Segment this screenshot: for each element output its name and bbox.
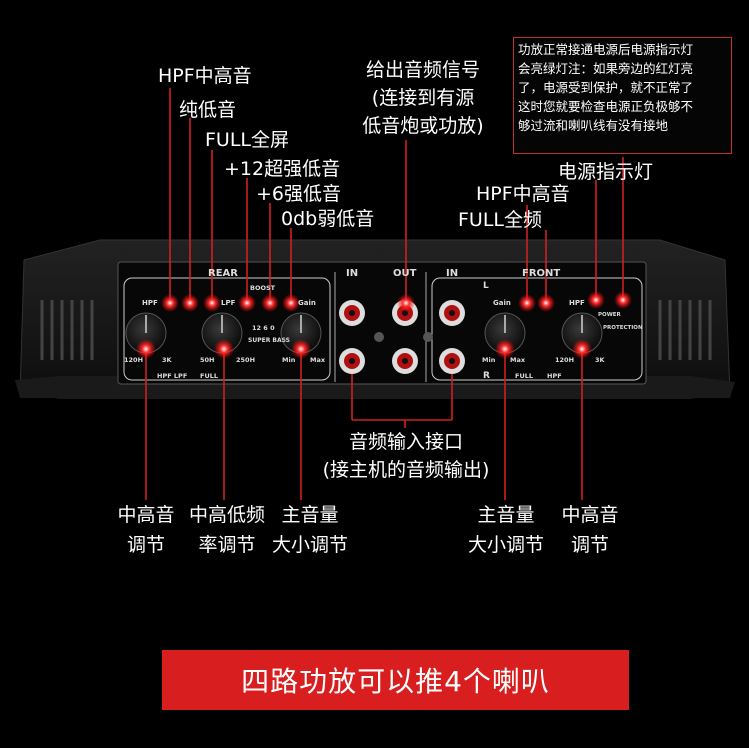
panel-in: IN <box>346 268 358 279</box>
label-boost-0: 0db弱低音 <box>281 208 375 230</box>
left-vent <box>40 300 94 360</box>
label-line: 中高音 <box>561 504 619 526</box>
pointer-lines <box>145 88 624 500</box>
panel-max-l: Max <box>310 356 326 364</box>
panel-50h: 50H <box>200 356 215 364</box>
label-right-volume: 主音量 大小调节 <box>464 500 548 560</box>
label-power-indicator: 电源指示灯 <box>558 161 654 183</box>
rca-front-top <box>439 300 465 326</box>
output-line2: (连接到有源 <box>371 87 475 109</box>
panel-front: FRONT <box>522 268 560 279</box>
label-right-full: FULL全频 <box>458 209 543 231</box>
rca-in-top <box>339 300 365 326</box>
panel-full-l: FULL <box>200 372 218 380</box>
note-line: 会亮绿灯注：如果旁边的红灯亮 <box>518 61 694 76</box>
label-left-volume: 主音量 大小调节 <box>268 500 352 560</box>
panel-hpf-r2: HPF <box>547 372 562 380</box>
label-line: 大小调节 <box>467 534 544 556</box>
label-right-hpf: HPF中高音 <box>476 183 570 205</box>
panel-power: POWER <box>598 312 622 318</box>
panel-hpf-l: HPF <box>142 299 158 307</box>
rca-out-bottom <box>392 348 418 374</box>
label-right-mid-high: 中高音 调节 <box>554 500 626 560</box>
power-note-box: 功放正常接通电源后电源指示灯 会亮绿灯注：如果旁边的红灯亮 了，电源受到保护，就… <box>513 37 732 154</box>
note-line: 功放正常接通电源后电源指示灯 <box>518 42 694 57</box>
label-boost-6: +6强低音 <box>256 183 342 205</box>
panel-hpf-lpf: HPF LPF <box>157 372 187 380</box>
panel-3k-l: 3K <box>162 356 173 364</box>
output-line3: 低音炮或功放) <box>362 115 484 137</box>
label-left-mid-high: 中高音 调节 <box>110 500 182 560</box>
panel-boost-nums: 12 6 0 <box>252 324 275 332</box>
label-line: 主音量 <box>477 504 535 526</box>
banner: 四路功放可以推4个喇叭 <box>162 650 629 710</box>
label-output-signal: 给出音频信号 (连接到有源 低音炮或功放) <box>348 56 498 140</box>
panel-lpf-l: LPF <box>221 299 236 307</box>
label-line: 中高低频 <box>188 504 265 526</box>
panel-rear: REAR <box>208 268 238 279</box>
panel-120h-l: 120H <box>124 356 143 364</box>
panel-gain-l: Gain <box>298 299 316 307</box>
output-line1: 给出音频信号 <box>365 59 480 81</box>
label-line: 率调节 <box>198 534 256 556</box>
input-line2: (接主机的音频输出) <box>322 459 490 481</box>
label-full-screen: FULL全屏 <box>205 129 290 151</box>
control-panel <box>117 261 647 385</box>
label-line: 中高音 <box>117 504 175 526</box>
panel-super-bass: SUPER BASS <box>248 337 290 344</box>
panel-l: L <box>483 281 489 291</box>
panel-r: R <box>483 371 490 381</box>
panel-120h-r: 120H <box>555 356 574 364</box>
panel-gain-r: Gain <box>493 299 511 307</box>
panel-max-r: Max <box>510 356 526 364</box>
panel-protection: PROTECTION <box>603 325 643 331</box>
label-line: 主音量 <box>281 504 339 526</box>
note-line: 这时您就要检查电源正负极够不 <box>518 99 694 114</box>
panel-hpf-r: HPF <box>569 299 585 307</box>
rca-front-bottom <box>439 348 465 374</box>
panel-min-r: Min <box>482 356 496 364</box>
panel-full-r: FULL <box>515 372 533 380</box>
panel-3k-r: 3K <box>595 356 606 364</box>
panel-in2: IN <box>446 268 458 279</box>
label-line: 调节 <box>126 534 165 556</box>
panel-min-l: Min <box>282 356 296 364</box>
label-freq-adjust: 中高低频 率调节 <box>186 500 268 560</box>
label-line: 大小调节 <box>271 534 348 556</box>
right-vent <box>658 300 712 360</box>
panel-boost: BOOST <box>250 284 276 292</box>
label-pure-bass: 纯低音 <box>179 99 237 121</box>
panel-out: OUT <box>393 268 417 279</box>
label-line: 调节 <box>570 534 609 556</box>
input-line1: 音频输入接口 <box>348 431 463 453</box>
note-line: 了，电源受到保护，就不正常了 <box>518 80 694 95</box>
led-glows <box>136 291 632 359</box>
note-line: 够过流和喇叭线有没有接地 <box>518 118 669 133</box>
label-audio-input: 音频输入接口 (接主机的音频输出) <box>316 428 496 484</box>
label-boost-12: +12超强低音 <box>224 158 341 180</box>
label-hpf-mid-high: HPF中高音 <box>158 65 252 87</box>
panel-250h: 250H <box>236 356 255 364</box>
rca-in-bottom <box>339 348 365 374</box>
